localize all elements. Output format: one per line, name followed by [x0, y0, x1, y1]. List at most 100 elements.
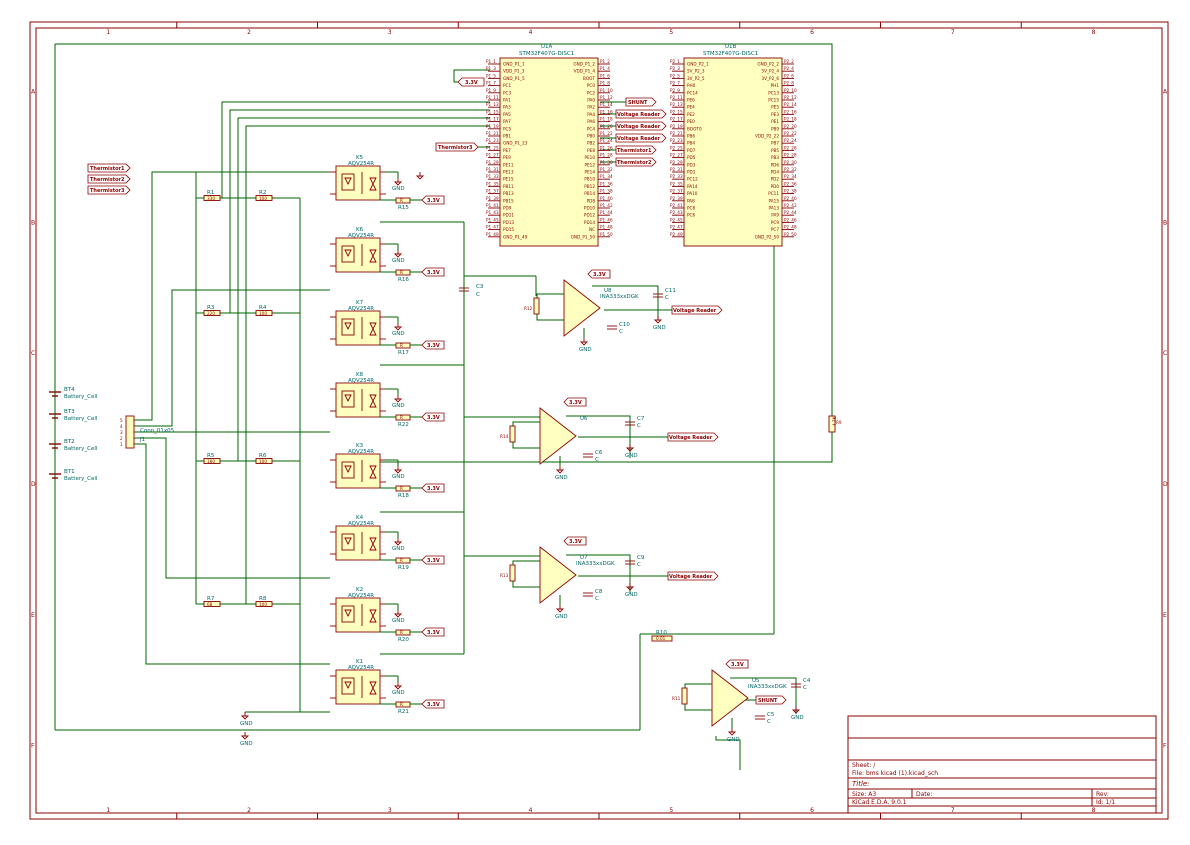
mcu-pin-number: P2_34: [784, 174, 797, 179]
mcu-pin-name: PD15: [503, 227, 514, 232]
zone-row-left: C: [31, 350, 35, 357]
mcu-pin-number: P1_5: [486, 73, 496, 78]
relay-gnd-label: GND: [392, 186, 405, 192]
battery-ref: BT2: [64, 439, 75, 445]
mcu-pin-number: P1_29: [486, 160, 499, 165]
mcu-pin-number: P2_2: [784, 59, 794, 64]
amp-ref: U8: [604, 288, 612, 294]
mcu-pin-name: PC3: [503, 90, 511, 95]
mcu-pin-name: 5V_P2_4: [761, 69, 779, 74]
relay-res-ref: R16: [398, 277, 409, 283]
mcu-pin-name: PD5: [687, 155, 696, 160]
connector-j1: Conn_01x05 J1 5 4 3 2 1: [120, 415, 175, 449]
mcu-pin-number: P2_49: [670, 232, 683, 237]
mcu-pin-number: P1_14: [600, 102, 613, 107]
mcu-pin-number: P2_48: [784, 225, 797, 230]
relay-res-ref: R18: [398, 493, 409, 499]
relay-gnd-label: GND: [392, 258, 405, 264]
mcu-pin-name: PE0: [687, 119, 695, 124]
mcu-pin-number: P1_36: [600, 181, 613, 186]
mcu-pin-number: P2_20: [784, 124, 797, 129]
mcu-pin-number: P2_44: [784, 210, 797, 215]
mcu-pin-number: P1_49: [486, 232, 499, 237]
zone-col-bottom: 1: [106, 807, 110, 814]
gnd-symbol: GND: [653, 316, 666, 331]
mcu-pin-name: PD14: [584, 220, 595, 225]
mcu-pin-name: PA0: [587, 98, 595, 103]
svg-text:Voltage Reader: Voltage Reader: [617, 136, 661, 142]
mcu-pin-number: P2_7: [670, 81, 680, 86]
svg-text:Voltage Reader: Voltage Reader: [617, 124, 661, 130]
mcu-pin-number: P2_3: [670, 66, 680, 71]
divider-ra-value: 68: [207, 602, 213, 607]
mcu-pin-name: PE8: [587, 148, 595, 153]
mcu-pin-name: PC11: [768, 191, 779, 196]
mcu-pin-number: P2_6: [784, 73, 794, 78]
zone-row-right: F: [1163, 743, 1167, 750]
relay-value: AQV254R: [348, 161, 374, 167]
amp-body: [711, 669, 749, 727]
j1-pin-1: 1: [120, 442, 123, 447]
mcu-pin-number: P2_38: [784, 189, 797, 194]
mcu-pin-number: P1_28: [600, 153, 613, 158]
relay-gnd-label: GND: [392, 403, 405, 409]
mcu-pin-name: PE11: [503, 162, 514, 167]
amp-body: [563, 279, 601, 337]
mcu-pin-number: P2_25: [670, 145, 683, 150]
mcu-pin-number: P1_46: [600, 217, 613, 222]
relay-gnd-label: GND: [392, 546, 405, 552]
cap-c3-ref: C3: [476, 284, 484, 290]
svg-text:3.3V: 3.3V: [427, 702, 440, 708]
mcu-pin-name: PD7: [687, 148, 696, 153]
mcu-pin-name: PE5: [771, 105, 779, 110]
mcu-pin-number: P2_15: [670, 109, 683, 114]
gnd-symbol: GND: [727, 728, 740, 743]
mcu-pin-number: P1_39: [486, 196, 499, 201]
relay-group: K5AQV254RGNDRR153.3VK6AQV254RGNDRR163.3V…: [330, 155, 445, 715]
mcu-pin-name: GND_P1_2: [573, 62, 595, 67]
gnd-symbol: GND: [625, 583, 638, 598]
global-labels: Thermistor1 Thermistor2 Thermistor3 Ther…: [87, 77, 787, 705]
svg-text:Voltage Reader: Voltage Reader: [669, 574, 713, 580]
divider-ra-ref: R1: [207, 190, 214, 196]
mcu-pin-name: PA1: [503, 98, 511, 103]
relay-ref: K1: [356, 659, 363, 665]
amp-ref-cap-value: C: [595, 596, 599, 602]
relay-ref: K6: [356, 227, 364, 233]
svg-text:3.3V: 3.3V: [731, 662, 744, 668]
amp-3v3-flag: 3.3V: [587, 269, 611, 279]
mcu-pin-name: PE15: [503, 177, 514, 182]
mcu-ref: U1A: [541, 44, 553, 50]
inner-frame: [35, 27, 1163, 814]
relay-resistor: [395, 197, 411, 204]
mcu-pin-name: PC14: [687, 90, 698, 95]
battery-value: Battery_Cell: [64, 416, 98, 422]
svg-text:Thermistor1: Thermistor1: [617, 148, 652, 154]
amp-supply-cap-value: C: [665, 295, 669, 301]
gnd-label: GND: [625, 592, 638, 598]
mcu-value: STM32F407G-DISC1: [703, 51, 758, 57]
svg-text:3.3V: 3.3V: [427, 415, 440, 421]
amp-3v3-flag: 3.3V: [563, 397, 587, 407]
zone-col-bottom: 3: [388, 807, 392, 814]
mcu-pin-name: GND_P1_23: [503, 141, 528, 146]
mcu-pin-number: P1_9: [486, 88, 496, 93]
mcu-pin-number: P2_1: [670, 59, 680, 64]
relay-res-ref: R15: [398, 205, 409, 211]
amp-ref-cap-ref: C5: [767, 712, 775, 718]
mcu-pin-number: P2_32: [784, 167, 797, 172]
relay-3v3-flag: 3.3V: [421, 412, 445, 422]
mcu-pin-name: 3V_P2_6: [761, 76, 779, 81]
divider-ra-ref: R7: [207, 596, 215, 602]
svg-text:3.3V: 3.3V: [569, 400, 582, 406]
mcu-pin-name: PB14: [584, 191, 595, 196]
mcu-pin-number: P1_10: [600, 88, 613, 93]
label-voltage-reader-3: Voltage Reader: [615, 133, 667, 143]
mcu-pin-name: GND_P2_50: [755, 234, 780, 239]
mcu-pin-number: P2_23: [670, 138, 683, 143]
